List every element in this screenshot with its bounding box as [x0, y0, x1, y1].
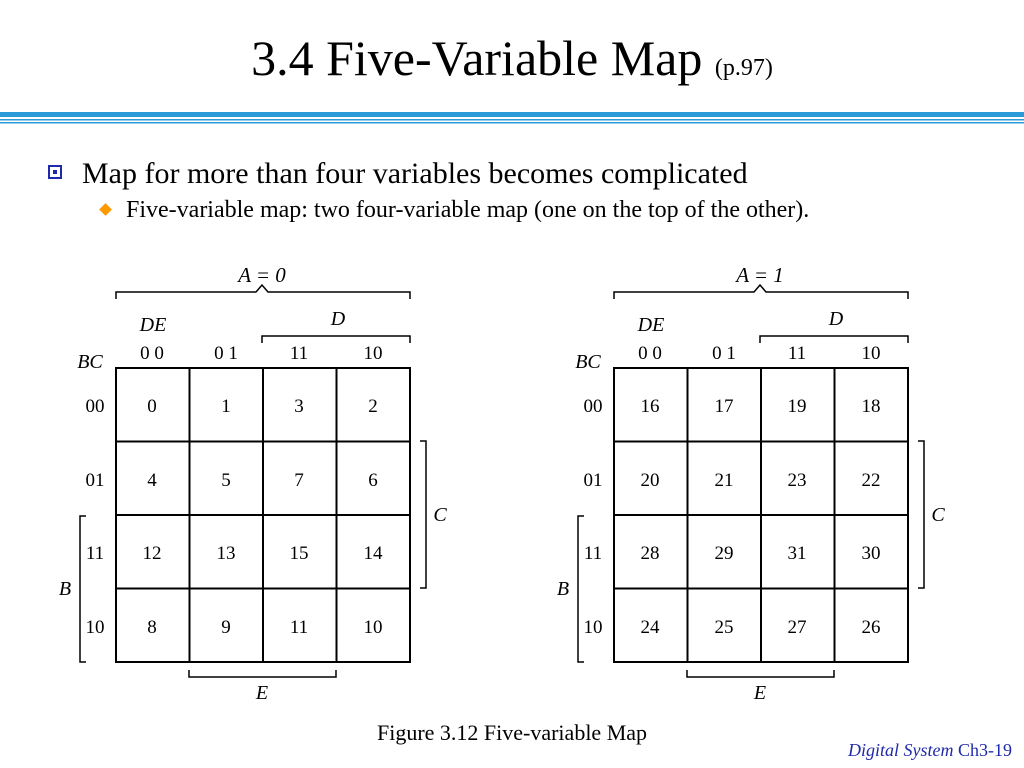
column-label: 10 — [862, 343, 881, 364]
cell-minterm: 13 — [217, 543, 236, 564]
kmap-d-bracket — [759, 335, 909, 343]
kmap-de-label: DE — [637, 314, 665, 336]
cell-minterm: 15 — [290, 543, 309, 564]
kmap-e-bracket — [188, 670, 337, 678]
row-label: 11 — [86, 543, 104, 564]
kmap-a0: A = 0 DE D BC 0 0 0 1 11 10 00 01 11 10 … — [59, 263, 447, 704]
title-divider — [0, 112, 1024, 124]
column-label: 0 0 — [140, 343, 164, 364]
cell-minterm: 28 — [641, 543, 660, 564]
kmap-c-bracket — [918, 440, 925, 589]
kmap-d-bracket — [261, 335, 411, 343]
cell-minterm: 12 — [143, 543, 162, 564]
kmap-cells: 16 17 19 18 20 21 23 22 28 29 31 30 24 2… — [641, 396, 881, 638]
row-label: 01 — [86, 470, 105, 491]
cell-minterm: 8 — [147, 617, 157, 638]
kmap-b-label: B — [59, 578, 71, 600]
cell-minterm: 11 — [290, 617, 308, 638]
cell-minterm: 16 — [641, 396, 660, 417]
cell-minterm: 7 — [294, 470, 304, 491]
column-label: 11 — [290, 343, 308, 364]
kmap-a-brace — [613, 283, 909, 299]
footer-course: Digital System — [848, 740, 954, 760]
cell-minterm: 21 — [715, 470, 734, 491]
cell-minterm: 4 — [147, 470, 157, 491]
cell-minterm: 5 — [221, 470, 231, 491]
cell-minterm: 26 — [862, 617, 881, 638]
column-label: 10 — [364, 343, 383, 364]
cell-minterm: 14 — [364, 543, 384, 564]
square-bullet-icon — [48, 165, 62, 179]
kmap-a-label: A = 1 — [734, 263, 784, 287]
kmap-grid — [115, 367, 411, 663]
slide-title: 3.4 Five-Variable Map (p.97) — [0, 28, 1024, 98]
kmap-column-labels: 0 0 0 1 11 10 — [638, 343, 880, 364]
footer-page-number: Ch3-19 — [953, 740, 1012, 760]
kmap-a-brace — [115, 283, 411, 299]
kmap-b-bracket — [577, 515, 584, 663]
kmap-column-labels: 0 0 0 1 11 10 — [140, 343, 382, 364]
cell-minterm: 19 — [788, 396, 807, 417]
row-label: 11 — [584, 543, 602, 564]
cell-minterm: 3 — [294, 396, 304, 417]
cell-minterm: 0 — [147, 396, 157, 417]
title-main: 3.4 Five-Variable Map — [251, 30, 715, 86]
row-label: 01 — [584, 470, 603, 491]
kmap-b-bracket — [79, 515, 86, 663]
cell-minterm: 23 — [788, 470, 807, 491]
kmap-b-label: B — [557, 578, 569, 600]
cell-minterm: 9 — [221, 617, 231, 638]
kmap-row-labels: 00 01 11 10 — [584, 396, 603, 638]
cell-minterm: 30 — [862, 543, 881, 564]
kmap-cells: 0 1 3 2 4 5 7 6 12 13 15 14 8 9 11 10 — [143, 396, 384, 638]
kmap-bc-label: BC — [575, 351, 601, 373]
row-label: 10 — [584, 617, 603, 638]
bullet-level-2: Five-variable map: two four-variable map… — [126, 197, 810, 223]
kmap-a1: A = 1 DE D BC 0 0 0 1 11 10 00 01 11 10 … — [557, 263, 945, 704]
kmap-e-label: E — [255, 682, 268, 704]
kmap-c-bracket — [420, 440, 427, 589]
kmap-c-label: C — [931, 504, 945, 526]
cell-minterm: 20 — [641, 470, 660, 491]
row-label: 10 — [86, 617, 105, 638]
column-label: 11 — [788, 343, 806, 364]
cell-minterm: 25 — [715, 617, 734, 638]
cell-minterm: 10 — [364, 617, 383, 638]
cell-minterm: 31 — [788, 543, 807, 564]
cell-minterm: 1 — [221, 396, 231, 417]
kmap-d-label: D — [828, 308, 844, 330]
title-page-ref: (p.97) — [714, 55, 773, 81]
figure-caption: Figure 3.12 Five-variable Map — [376, 720, 648, 745]
kmap-de-label: DE — [139, 314, 167, 336]
cell-minterm: 6 — [368, 470, 378, 491]
cell-minterm: 22 — [862, 470, 881, 491]
kmap-e-label: E — [753, 682, 766, 704]
slide-footer: Digital System Ch3-19 — [848, 740, 1012, 761]
cell-minterm: 24 — [641, 617, 661, 638]
row-label: 00 — [584, 396, 603, 417]
kmap-d-label: D — [330, 308, 346, 330]
cell-minterm: 17 — [715, 396, 734, 417]
column-label: 0 1 — [214, 343, 238, 364]
column-label: 0 0 — [638, 343, 662, 364]
kmap-e-bracket — [686, 670, 835, 678]
kmap-row-labels: 00 01 11 10 — [86, 396, 105, 638]
cell-minterm: 18 — [862, 396, 881, 417]
kmap-c-label: C — [433, 504, 447, 526]
kmap-bc-label: BC — [77, 351, 103, 373]
column-label: 0 1 — [712, 343, 736, 364]
cell-minterm: 29 — [715, 543, 734, 564]
cell-minterm: 27 — [788, 617, 807, 638]
kmap-a-label: A = 0 — [236, 263, 286, 287]
bullet-level-1: Map for more than four variables becomes… — [82, 157, 748, 190]
kmap-grid — [613, 367, 909, 663]
row-label: 00 — [86, 396, 105, 417]
cell-minterm: 2 — [368, 396, 378, 417]
